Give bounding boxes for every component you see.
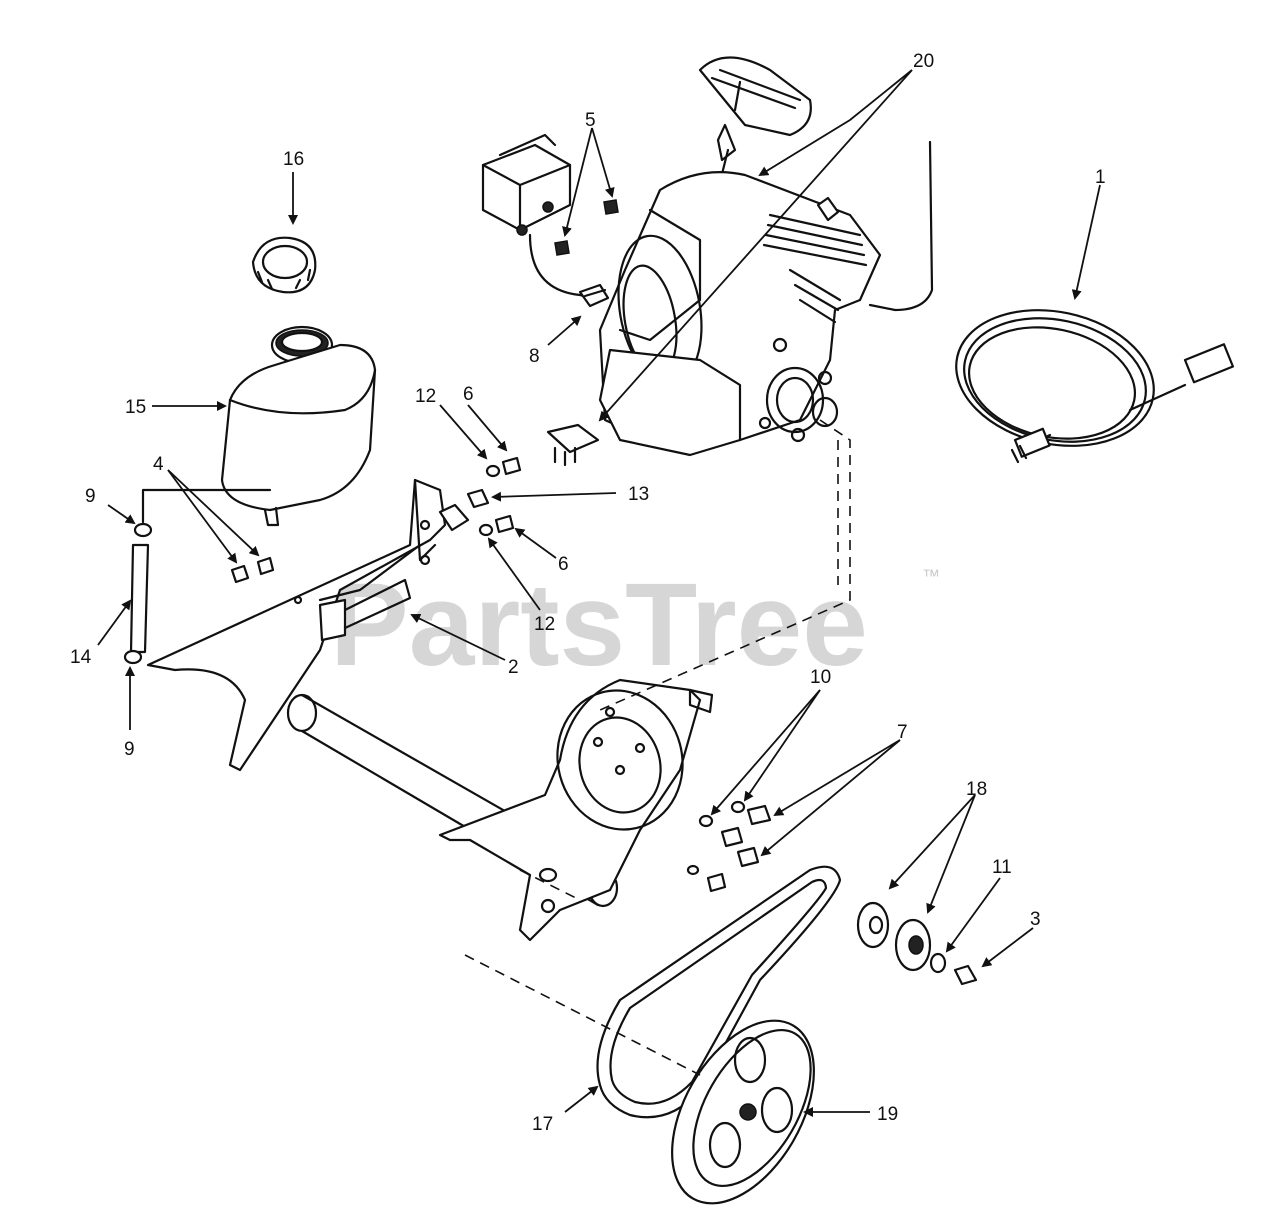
callout-5: 5 — [585, 110, 596, 131]
callout-16: 16 — [283, 149, 304, 170]
callout-12a: 12 — [415, 386, 436, 407]
callout-19: 19 — [877, 1104, 898, 1125]
screw-5a — [603, 199, 619, 215]
bolt-7c — [736, 846, 760, 868]
washer-12a — [485, 464, 501, 478]
callout-12b: 12 — [534, 614, 555, 635]
bolt-7b — [720, 826, 744, 848]
callout-17: 17 — [532, 1114, 553, 1135]
washer-11 — [929, 952, 947, 974]
frame-bracket — [146, 478, 470, 772]
callout-2: 2 — [508, 657, 519, 678]
bolt-3 — [953, 964, 978, 986]
leader-lines — [97, 69, 1101, 1117]
nut-13 — [466, 488, 490, 509]
clamp-9a — [133, 522, 153, 538]
bolt-misc — [706, 872, 727, 893]
washer-misc — [686, 864, 700, 876]
callout-11: 11 — [992, 857, 1012, 878]
fuel-tank — [220, 325, 377, 527]
callout-9a: 9 — [85, 486, 96, 507]
clamp-9b — [123, 649, 143, 665]
washer-12b — [478, 523, 494, 537]
callout-6b: 6 — [558, 554, 569, 575]
bolt-7a — [746, 804, 772, 826]
alignment-lines — [464, 419, 851, 1076]
callout-8: 8 — [529, 346, 540, 367]
washer-10a — [730, 800, 746, 814]
callout-4: 4 — [153, 454, 164, 475]
hose-route-line — [141, 488, 272, 524]
callout-1: 1 — [1095, 167, 1106, 188]
callout-13: 13 — [628, 484, 649, 505]
watermark-trademark: ™ — [922, 566, 940, 586]
callout-10: 10 — [810, 667, 831, 688]
clip-8 — [578, 283, 610, 308]
callout-15: 15 — [125, 397, 146, 418]
callout-labels: 20 5 16 1 8 15 12 6 4 9 13 6 12 14 2 9 1… — [70, 51, 1106, 1135]
clamp-4a — [230, 564, 250, 584]
callout-14: 14 — [70, 647, 92, 668]
clamp-4b — [256, 556, 275, 576]
callout-20: 20 — [913, 51, 934, 72]
auger-housing — [286, 678, 714, 942]
washer-18b — [894, 918, 932, 972]
pulley — [671, 1019, 815, 1205]
connector-block — [546, 423, 600, 467]
hose-14 — [129, 543, 150, 654]
callout-7: 7 — [897, 722, 908, 743]
watermark-text: PartsTree — [330, 559, 868, 691]
drive-belt — [596, 865, 842, 1119]
engine-assembly — [598, 56, 934, 457]
power-cord — [955, 309, 1235, 464]
switch-box — [481, 133, 597, 302]
washer-18a — [856, 901, 890, 949]
bolt-6b — [494, 514, 515, 534]
bolt-6a — [501, 456, 522, 476]
fuel-cap — [251, 236, 317, 294]
callout-3: 3 — [1030, 909, 1041, 930]
callout-9b: 9 — [124, 739, 135, 760]
callout-6a: 6 — [463, 384, 474, 405]
callout-18: 18 — [966, 779, 987, 800]
washer-10b — [698, 814, 714, 828]
screw-5b — [554, 240, 570, 256]
